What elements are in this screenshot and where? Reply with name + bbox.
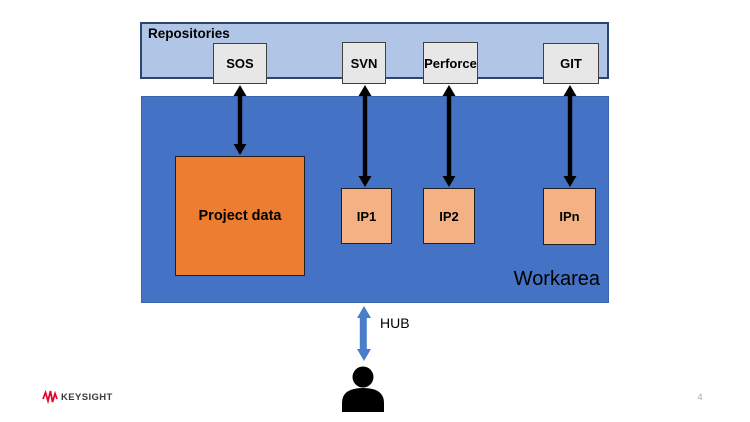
user-person-icon [342,366,384,412]
ipn-label: IPn [559,209,580,224]
hub-arrow-icon [357,306,371,361]
project-data-box: Project data [175,156,305,276]
ip2-label: IP2 [439,208,459,224]
repo-box-git-label: GIT [560,56,582,71]
ipn-box: IPn [543,188,596,245]
repo-box-sos-label: SOS [226,56,254,71]
repo-box-svn: SVN [342,42,386,84]
ip1-label: IP1 [356,208,377,224]
repo-box-git: GIT [543,43,599,84]
ip1-box: IP1 [341,188,392,244]
repo-box-sos: SOS [213,43,267,84]
repositories-title: Repositories [148,26,230,41]
ip2-box: IP2 [423,188,475,244]
project-data-label: Project data [198,208,282,224]
keysight-logo-text: KEYSIGHT [61,391,113,403]
repo-box-perforce: Perforce [423,42,478,84]
repo-box-perforce-label: Perforce [424,55,477,71]
keysight-logo: KEYSIGHT [42,390,113,404]
hub-label: HUB [380,315,410,331]
keysight-spark-icon [42,390,58,404]
repo-box-svn-label: SVN [350,55,378,71]
workarea-title: Workarea [513,268,600,290]
page-number: 4 [697,392,703,402]
